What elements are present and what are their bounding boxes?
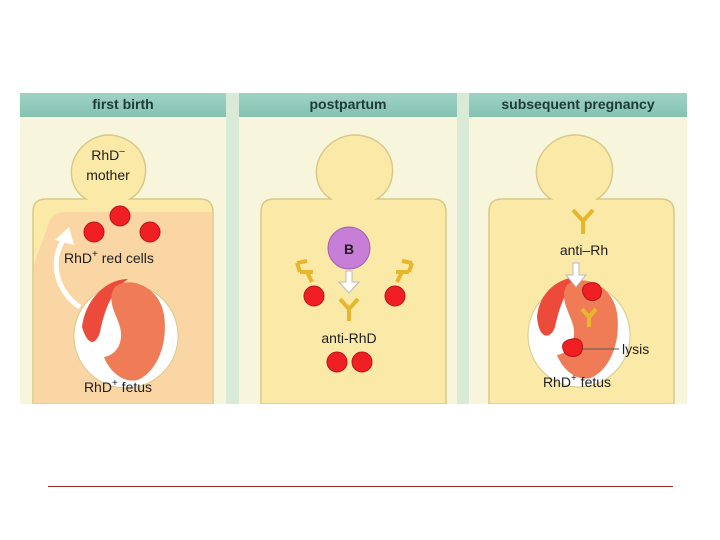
divider-line [48,486,673,487]
red-cell-icon [83,221,105,243]
red-cell-icon [303,285,325,307]
lysed-cell-icon [562,338,584,357]
antibody-label: anti-RhD [321,330,376,346]
red-cells-label: RhD+ red cells [64,249,154,266]
antibody-label: anti–Rh [560,242,608,258]
arrow-icon [337,270,361,294]
arrow-icon [564,262,588,288]
panel-first-birth: first birth RhD– mother RhD+ red cells R… [20,93,226,404]
panel-title: first birth [20,93,226,117]
mother-label-line2: mother [86,167,130,183]
antibody-icon [571,208,595,234]
fetus-icon [104,282,165,381]
red-cell-icon [351,351,373,373]
b-cell-label: B [344,241,354,257]
fetus-label: RhD+ fetus [84,378,152,395]
mother-label: RhD– [91,146,125,163]
antibody-icon [295,259,314,283]
lysed-cell-icon [582,282,602,301]
antibody-icon [338,297,360,321]
mother-body [260,134,447,404]
placenta [537,277,579,336]
antibody-icon [395,259,414,283]
panel-title: postpartum [239,93,457,117]
postpartum-illustration: B anti-RhD [260,134,447,404]
lysis-label: lysis [622,341,649,357]
red-cell-icon [326,351,348,373]
first-birth-illustration: RhD– mother RhD+ red cells RhD+ fetus [32,134,214,404]
subsequent-pregnancy-illustration: anti–Rh lysis RhD+ fetus [488,134,675,404]
placenta [82,279,128,342]
arrow-icon [53,237,82,310]
red-cell-icon [109,205,131,227]
red-cell-icon [139,221,161,243]
rh-disease-figure: first birth RhD– mother RhD+ red cells R… [20,93,687,404]
panel-postpartum: postpartum B anti-RhD [239,93,457,404]
antibody-icon [580,307,598,327]
panel-subsequent-pregnancy: subsequent pregnancy anti–Rh lysis RhD+ … [469,93,687,404]
panel-title: subsequent pregnancy [469,93,687,117]
fetus-label: RhD+ fetus [543,373,611,390]
red-cell-icon [384,285,406,307]
b-cell-icon [327,226,371,270]
arrow-head [55,227,74,245]
